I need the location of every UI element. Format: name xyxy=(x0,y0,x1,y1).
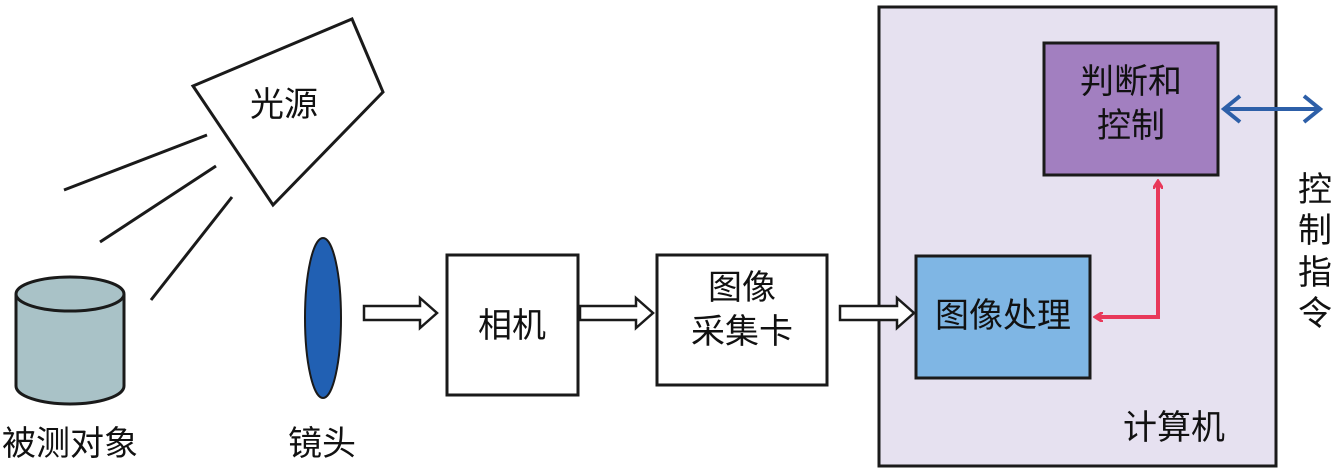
judgment-label-line1: 判断和 xyxy=(1080,62,1182,102)
hollow-arrow-camera-card xyxy=(578,295,655,331)
control-output-arrow xyxy=(1220,94,1324,124)
capture-card-label-line2: 采集卡 xyxy=(691,312,793,353)
capture-card-box xyxy=(655,253,829,387)
control-output-label: 控制指令 xyxy=(1298,170,1332,335)
hollow-arrow-lens-camera xyxy=(362,295,439,331)
camera-box xyxy=(445,253,580,397)
judgment-label-line2: 控制 xyxy=(1097,106,1165,147)
light-source-shape xyxy=(190,17,385,208)
light-ray xyxy=(149,196,234,301)
capture-card-label: 图像 采集卡 xyxy=(657,266,827,354)
light-ray xyxy=(63,133,208,192)
judgment-label: 判断和 控制 xyxy=(1044,60,1218,148)
light-ray xyxy=(99,164,217,244)
hollow-arrow-card-processing xyxy=(838,295,916,331)
red-connector xyxy=(1096,182,1158,317)
object-label: 被测对象 xyxy=(2,424,138,464)
image-processing-box xyxy=(914,254,1092,380)
lens-shape xyxy=(304,237,342,399)
camera-label: 相机 xyxy=(478,306,546,346)
computer-label: 计算机 xyxy=(1123,408,1225,448)
lens-label: 镜头 xyxy=(288,424,356,464)
object-cylinder xyxy=(14,275,126,406)
judgment-box xyxy=(1042,41,1220,177)
light-source-label: 光源 xyxy=(250,85,318,125)
capture-card-label-line1: 图像 xyxy=(708,268,776,308)
image-processing-label: 图像处理 xyxy=(935,296,1071,336)
